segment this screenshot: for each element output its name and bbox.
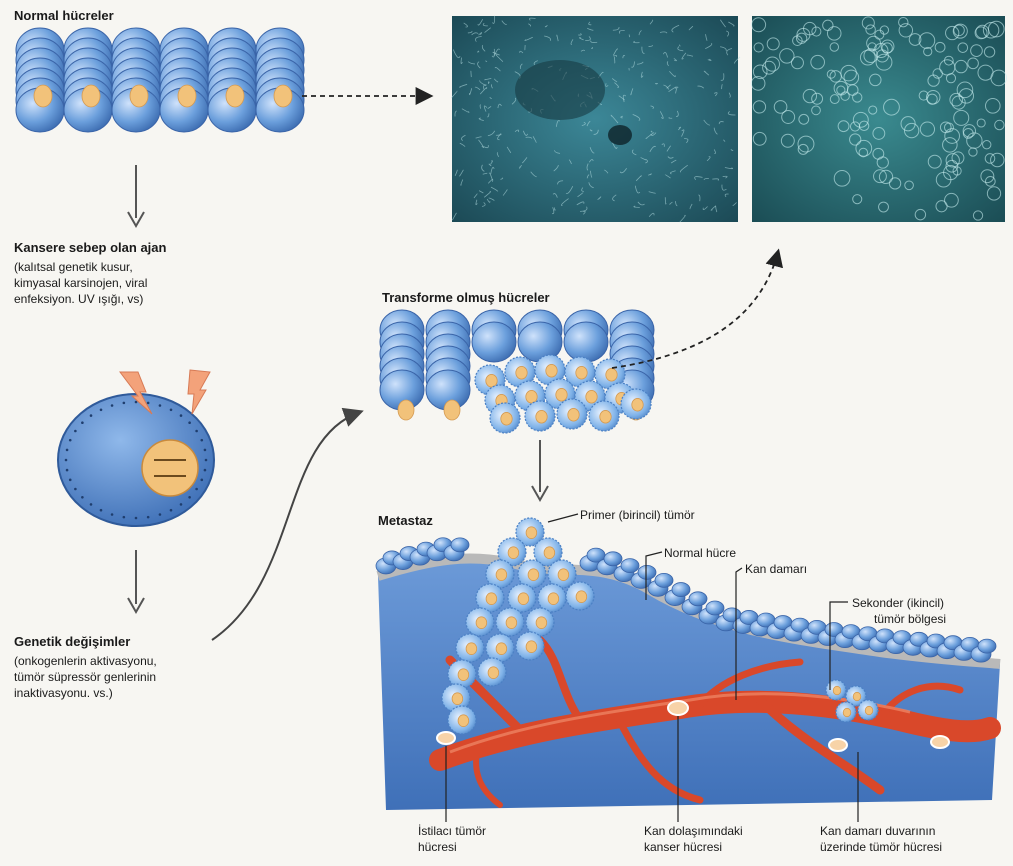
transformed-tumor-cell [621,389,651,419]
cell-membrane-dot [81,496,84,499]
transformed-nucleus [444,400,460,420]
cell-membrane-dot [205,459,208,462]
cell-membrane-dot [100,408,103,411]
primary-tumor-cell [516,632,544,660]
primary-tumor-cell [466,608,494,636]
curved-arrow [212,412,360,640]
transformed-tumor-cell [557,399,587,429]
surface-cell [621,559,639,573]
primary-tumor-cell [486,560,514,588]
cell-membrane-dot [135,517,138,520]
micrograph-dark-spot [608,125,632,145]
damaged-cell [58,394,214,526]
cell-membrane-dot [147,516,150,519]
cell-membrane-dot [180,414,183,417]
cell-membrane-dot [123,516,126,519]
cell-membrane-dot [200,439,203,442]
cell-membrane-dot [66,469,69,472]
normal-cell-nucleus [82,85,100,107]
vessel-wall-tumor-cell-2 [931,736,949,748]
transformed-tumor-cell [525,401,555,431]
transformed-normal-cell [518,322,562,362]
invasive-tumor-cell [437,732,455,744]
normal-cell-nucleus [34,85,52,107]
micrograph-dark-patch [515,60,605,120]
cell-membrane-dot [204,469,207,472]
circulating-cancer-cell [668,701,688,715]
micrograph-texture [629,35,630,37]
cell-membrane-dot [159,513,162,516]
cell-membrane-dot [90,503,93,506]
down-arrow-1 [128,165,144,226]
transformed-normal-cell [564,322,608,362]
surface-cell [655,573,673,587]
cell-membrane-dot [65,459,68,462]
down-arrow-3 [532,440,548,500]
primary-tumor-cell [448,706,476,734]
normal-cells-group [16,28,304,132]
surface-cell [706,601,724,615]
cell-membrane-dot [180,503,183,506]
cell-membrane-dot [147,402,150,405]
micrograph-transformed [751,16,1006,222]
primary-tumor-cell [566,582,594,610]
cell-membrane-dot [170,408,173,411]
cell-membrane-dot [170,509,173,512]
cell-membrane-dot [90,414,93,417]
normal-cell-nucleus [274,85,292,107]
transformed-tumor-cell [490,403,520,433]
secondary-tumor-cell [836,702,856,722]
surface-cell [672,583,690,597]
transformed-normal-cell [472,322,516,362]
cell-membrane-dot [69,439,72,442]
primary-tumor-cell [478,658,506,686]
primary-tumor-cell [548,560,576,588]
cell-membrane-dot [111,513,114,516]
secondary-tumor-cell [826,680,846,700]
cell-membrane-dot [188,421,191,424]
cell-membrane-dot [200,479,203,482]
cell-membrane-dot [111,404,114,407]
normal-cell-nucleus [130,85,148,107]
cell-membrane-dot [66,449,69,452]
normal-cell-nucleus [226,85,244,107]
cell-membrane-dot [204,449,207,452]
surface-cell [978,639,996,653]
cell-membrane-dot [159,404,162,407]
cell-membrane-dot [195,430,198,433]
cell-membrane-dot [74,488,77,491]
primary-tumor-cell [496,608,524,636]
transformed-nucleus [398,400,414,420]
down-arrow-2 [128,550,144,612]
cell-membrane-dot [69,479,72,482]
micrograph-normal [451,16,740,223]
secondary-tumor-cell [858,700,878,720]
cell-membrane-dot [100,509,103,512]
primary-tumor-cell [476,584,504,612]
surface-cell [638,565,656,579]
primary-tumor-cell [448,660,476,688]
cell-membrane-dot [123,402,126,405]
primary-tumor-cell [526,608,554,636]
primary-tumor-cell [456,634,484,662]
cell-membrane-dot [188,496,191,499]
normal-cell-nucleus [178,85,196,107]
cell-membrane-dot [81,421,84,424]
vessel-wall-tumor-cell [829,739,847,751]
primary-tumor-cell [518,560,546,588]
transformed-cells-group [380,310,654,433]
cell-membrane-dot [195,488,198,491]
transformed-tumor-cell [589,401,619,431]
surface-cell [604,552,622,566]
surface-cell [689,592,707,606]
surface-cell [451,538,469,552]
cell-membrane-dot [74,430,77,433]
